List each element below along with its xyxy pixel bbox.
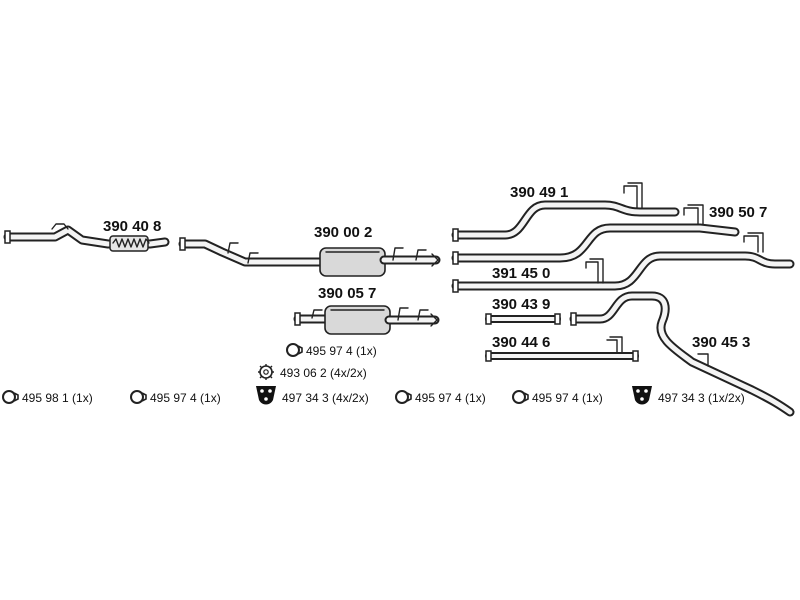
part-number-label: 391 45 0 (492, 265, 550, 282)
clamp-ring-icon (2, 390, 19, 404)
part-number-label: 390 40 8 (103, 218, 161, 235)
part-390-49-1-drawing[interactable] (451, 182, 680, 242)
part-number-label: 390 43 9 (492, 296, 550, 313)
part-390-40-8-drawing[interactable] (3, 223, 170, 252)
part-390-50-7-drawing[interactable] (451, 204, 740, 265)
clamp-ring-icon (395, 390, 412, 404)
accessory-label: 497 34 3 (1x/2x) (658, 391, 745, 405)
part-390-43-9-drawing[interactable] (485, 313, 561, 325)
rubber-mount-icon (256, 386, 276, 405)
accessory-label: 495 98 1 (1x) (22, 391, 93, 405)
part-390-00-2-drawing[interactable] (178, 237, 441, 277)
part-number-label: 390 05 7 (318, 285, 376, 302)
accessory-label: 495 97 4 (1x) (415, 391, 486, 405)
part-390-05-7-drawing[interactable] (293, 305, 440, 335)
clamp-ring-icon (512, 390, 529, 404)
accessory-label: 495 97 4 (1x) (532, 391, 603, 405)
part-number-label: 390 45 3 (692, 334, 750, 351)
accessory-label: 497 34 3 (4x/2x) (282, 391, 369, 405)
star-washer-icon (258, 364, 274, 380)
part-number-label: 390 49 1 (510, 184, 568, 201)
part-390-45-3-drawing[interactable] (569, 291, 795, 417)
part-391-45-0-drawing[interactable] (451, 232, 795, 293)
part-number-label: 390 50 7 (709, 204, 767, 221)
accessory-label: 493 06 2 (4x/2x) (280, 366, 367, 380)
part-390-44-6-drawing[interactable] (485, 336, 639, 362)
accessory-label: 495 97 4 (1x) (150, 391, 221, 405)
part-number-label: 390 44 6 (492, 334, 550, 351)
accessory-label: 495 97 4 (1x) (306, 344, 377, 358)
part-number-label: 390 00 2 (314, 224, 372, 241)
clamp-ring-icon (130, 390, 147, 404)
rubber-mount-icon (632, 386, 652, 405)
clamp-ring-icon (286, 343, 303, 357)
